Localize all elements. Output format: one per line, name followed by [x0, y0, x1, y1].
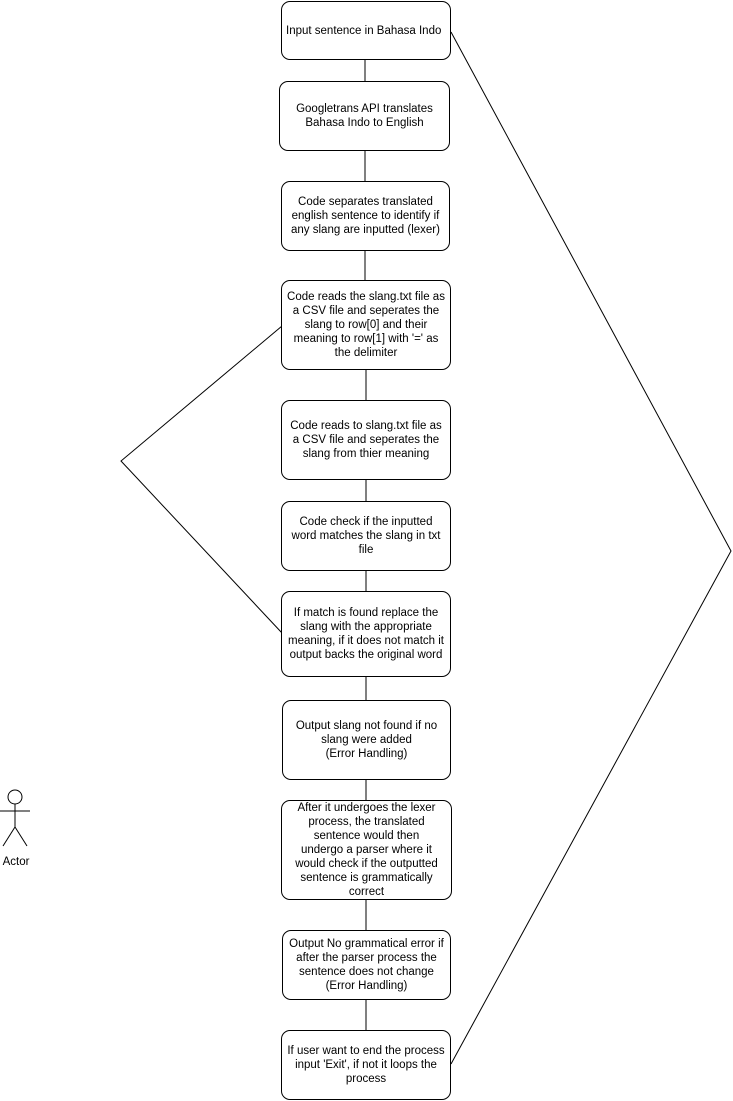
- step-input-sentence: Input sentence in Bahasa Indo: [281, 1, 451, 60]
- loop-line-right: [450, 31, 732, 1065]
- actor-head: [7, 789, 23, 805]
- step-read-slang-csv-rows: Code reads the slang.txt file as a CSV f…: [281, 280, 451, 370]
- step-label: If match is found replace the slang with…: [288, 607, 444, 661]
- step-label: Code check if the inputted word matches …: [291, 516, 441, 556]
- step-label: Code separates translated english senten…: [291, 196, 440, 236]
- step-no-grammar-error: Output No grammatical error if after the…: [282, 930, 451, 1000]
- step-read-slang-csv: Code reads to slang.txt file as a CSV fi…: [281, 400, 451, 480]
- step-check-match: Code check if the inputted word matches …: [281, 501, 451, 571]
- step-label: Output slang not found if no slang were …: [295, 720, 438, 760]
- actor-figure: [0, 789, 30, 847]
- step-label: Googletrans API translates Bahasa Indo t…: [296, 103, 433, 129]
- actor-leg-right: [14, 826, 28, 847]
- step-exit-loop: If user want to end the process input 'E…: [281, 1030, 451, 1100]
- step-label: After it undergoes the lexer process, th…: [295, 802, 438, 898]
- step-slang-not-found: Output slang not found if no slang were …: [282, 700, 451, 780]
- actor-label: Actor: [2, 856, 30, 868]
- step-separate-lexer: Code separates translated english senten…: [281, 181, 450, 251]
- step-label: Code reads to slang.txt file as a CSV fi…: [290, 420, 442, 460]
- loop-line-left: [120, 325, 283, 634]
- step-label: Input sentence in Bahasa Indo: [286, 24, 442, 37]
- actor-leg-left: [2, 826, 16, 847]
- step-label: Code reads the slang.txt file as a CSV f…: [287, 291, 445, 359]
- step-label: Output No grammatical error if after the…: [289, 938, 444, 992]
- step-parser: After it undergoes the lexer process, th…: [281, 800, 452, 900]
- step-replace-slang: If match is found replace the slang with…: [281, 591, 451, 677]
- step-label: If user want to end the process input 'E…: [287, 1045, 445, 1085]
- step-translate-api: Googletrans API translates Bahasa Indo t…: [279, 81, 450, 151]
